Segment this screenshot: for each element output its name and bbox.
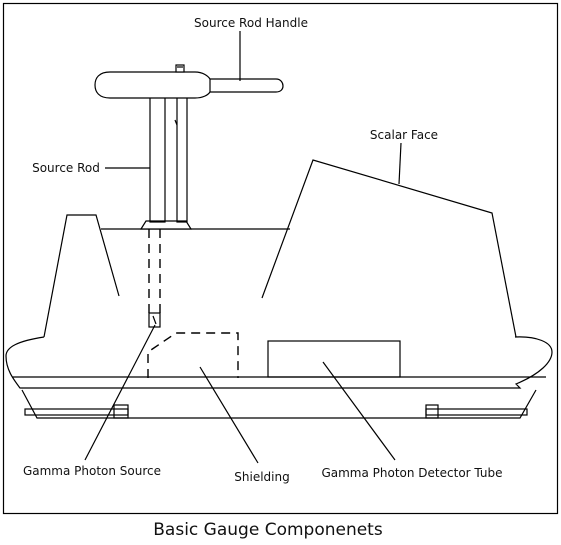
label-scalar-face: Scalar Face xyxy=(370,128,438,142)
gauge-left-housing xyxy=(43,214,290,338)
label-gamma-photon-source: Gamma Photon Source xyxy=(23,464,161,478)
source-rod-assembly xyxy=(94,64,284,328)
label-gamma-photon-detector-tube: Gamma Photon Detector Tube xyxy=(321,466,502,480)
label-source-rod: Source Rod xyxy=(32,161,100,175)
diagram-caption: Basic Gauge Componenets xyxy=(153,520,383,540)
side-handle-right xyxy=(425,404,528,419)
label-source-rod-handle: Source Rod Handle xyxy=(194,16,308,30)
rod-collar xyxy=(139,220,193,230)
source-rod xyxy=(149,91,166,223)
label-shielding: Shielding xyxy=(234,470,289,484)
leader-lines xyxy=(84,31,402,464)
handle-knob xyxy=(175,64,185,73)
source-rod-handle xyxy=(94,71,284,99)
scalar-face-housing xyxy=(261,159,517,338)
gamma-photon-detector-tube xyxy=(267,340,401,378)
side-handle-left xyxy=(24,404,129,419)
rod-guide xyxy=(176,91,188,223)
diagram-frame xyxy=(2,2,559,515)
shielding-block xyxy=(147,332,239,378)
